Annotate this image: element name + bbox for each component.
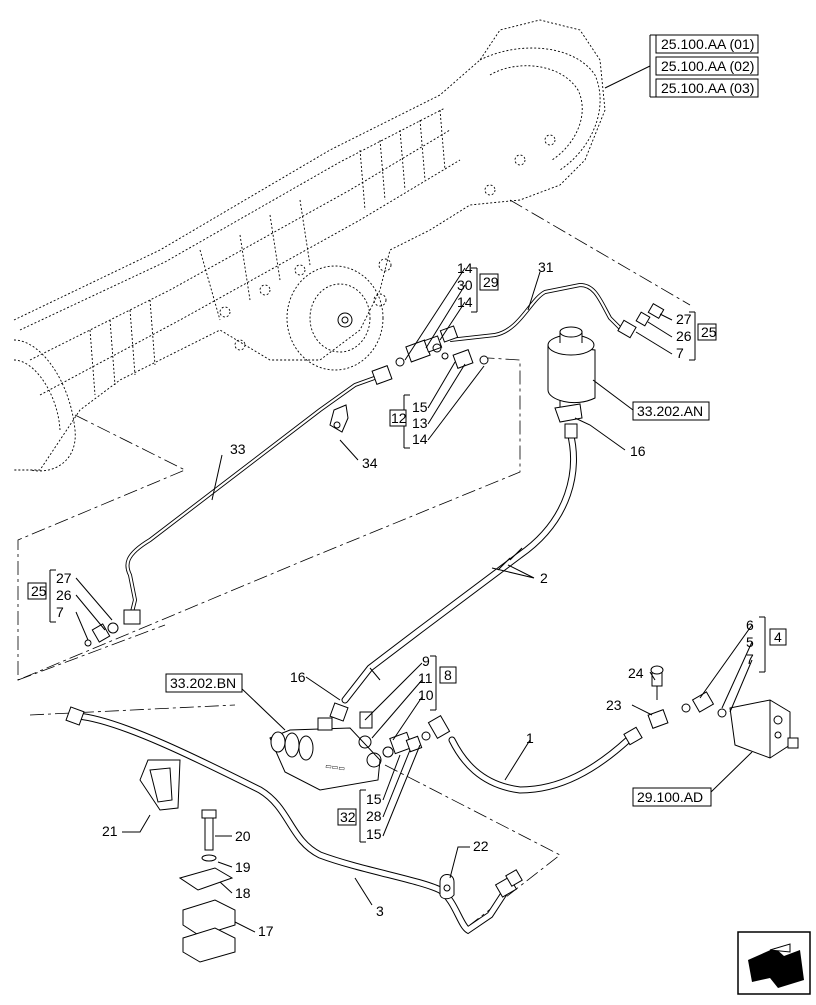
callout-20: 20 bbox=[235, 828, 251, 844]
mounting-hardware bbox=[139, 759, 236, 963]
group-8[interactable]: 8 bbox=[444, 667, 452, 683]
group-25-right[interactable]: 25 bbox=[701, 324, 717, 340]
callout-26: 26 bbox=[56, 587, 72, 603]
callout-2: 2 bbox=[540, 570, 548, 586]
callout-30: 30 bbox=[457, 277, 473, 293]
callout-26: 26 bbox=[676, 328, 692, 344]
callout-17: 17 bbox=[258, 923, 274, 939]
master-cylinder: ▭▭▭ bbox=[269, 702, 382, 791]
callout-7: 7 bbox=[746, 651, 754, 667]
callout-21: 21 bbox=[102, 823, 118, 839]
callout-10: 10 bbox=[418, 687, 434, 703]
callout-28: 28 bbox=[366, 808, 382, 824]
callout-3: 3 bbox=[376, 903, 384, 919]
callout-13: 13 bbox=[412, 415, 428, 431]
brake-line-31 bbox=[449, 283, 665, 342]
callout-14: 14 bbox=[457, 260, 473, 276]
callout-7: 7 bbox=[56, 604, 64, 620]
callout-11: 11 bbox=[418, 670, 433, 686]
fittings-cluster-bottom bbox=[382, 731, 431, 758]
callout-31: 31 bbox=[538, 259, 554, 275]
group-25-left[interactable]: 25 bbox=[31, 583, 47, 599]
callout-23: 23 bbox=[606, 697, 622, 713]
callout-numbers: 14 30 14 15 13 14 31 27 26 7 33 34 16 2 … bbox=[56, 259, 754, 939]
ref-29-100-ad[interactable]: 29.100.AD bbox=[637, 789, 703, 805]
ref-33-202-an[interactable]: 33.202.AN bbox=[637, 403, 703, 419]
guide-lines bbox=[17, 199, 691, 926]
callout-24: 24 bbox=[628, 665, 644, 681]
callout-9: 9 bbox=[422, 653, 430, 669]
group-12[interactable]: 12 bbox=[391, 410, 407, 426]
reservoir bbox=[547, 326, 596, 432]
clip-22 bbox=[439, 874, 455, 900]
brake-line-33 bbox=[84, 365, 393, 647]
group-29[interactable]: 29 bbox=[483, 274, 499, 290]
callout-19: 19 bbox=[235, 859, 251, 875]
callout-27: 27 bbox=[676, 311, 692, 327]
valve-block bbox=[647, 665, 799, 759]
leader-lines bbox=[49, 267, 766, 933]
callout-34: 34 bbox=[362, 455, 378, 471]
group-32[interactable]: 32 bbox=[340, 809, 356, 825]
callout-22: 22 bbox=[473, 838, 489, 854]
hose-2 bbox=[341, 423, 578, 704]
clip-34 bbox=[329, 404, 349, 433]
ref-25-100-aa-03[interactable]: 25.100.AA (03) bbox=[661, 80, 754, 96]
group-4[interactable]: 4 bbox=[774, 629, 782, 645]
callout-16: 16 bbox=[290, 669, 306, 685]
reference-boxes-top-right: 25.100.AA (01) 25.100.AA (02) 25.100.AA … bbox=[604, 34, 759, 98]
callout-16: 16 bbox=[630, 443, 646, 459]
callout-27: 27 bbox=[56, 570, 72, 586]
reference-boxes: 33.202.AN 33.202.BN 29.100.AD bbox=[165, 401, 712, 807]
navigation-arrow-icon[interactable] bbox=[737, 931, 811, 995]
svg-text:▭▭▭: ▭▭▭ bbox=[325, 763, 346, 773]
callout-1: 1 bbox=[526, 730, 534, 746]
ref-25-100-aa-01[interactable]: 25.100.AA (01) bbox=[661, 36, 754, 52]
callout-14: 14 bbox=[457, 294, 473, 310]
callout-18: 18 bbox=[235, 885, 251, 901]
hose-1 bbox=[427, 715, 643, 794]
callout-15: 15 bbox=[366, 826, 382, 842]
callout-33: 33 bbox=[230, 441, 246, 457]
ref-25-100-aa-02[interactable]: 25.100.AA (02) bbox=[661, 58, 754, 74]
axle-assembly bbox=[13, 19, 606, 472]
callout-7: 7 bbox=[676, 345, 684, 361]
group-boxes: 29 12 25 25 8 4 32 bbox=[27, 273, 787, 826]
callout-14: 14 bbox=[412, 431, 428, 447]
callout-6: 6 bbox=[746, 617, 754, 633]
fittings-cluster-top bbox=[395, 325, 489, 369]
callout-5: 5 bbox=[746, 634, 754, 650]
callout-15: 15 bbox=[366, 791, 382, 807]
callout-15: 15 bbox=[412, 399, 428, 415]
ref-33-202-bn[interactable]: 33.202.BN bbox=[170, 675, 236, 691]
